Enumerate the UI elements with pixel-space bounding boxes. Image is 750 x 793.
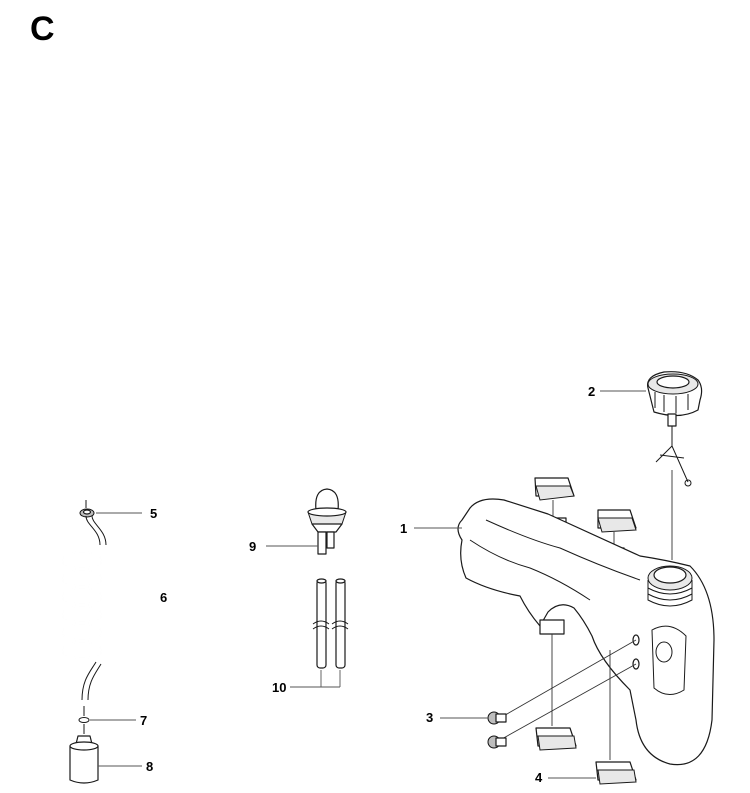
callout-3: 3 (426, 710, 433, 725)
callout-9: 9 (249, 539, 256, 554)
fuel-cap (646, 371, 703, 560)
callout-6: 6 (160, 590, 167, 605)
callout-5: 5 (150, 506, 157, 521)
tank-plugs (487, 639, 637, 749)
callout-2: 2 (588, 384, 595, 399)
callout-4: 4 (535, 770, 543, 785)
callout-1: 1 (400, 521, 407, 536)
lower-mounts (535, 634, 637, 785)
callout-8: 8 (146, 759, 153, 774)
fuel-filter (69, 735, 99, 784)
clip (78, 706, 90, 734)
fuel-hose-assembly (61, 500, 107, 784)
section-letter: C (30, 10, 55, 48)
fuel-hose-coil (61, 551, 103, 659)
callout-10: 10 (272, 680, 286, 695)
callout-7: 7 (140, 713, 147, 728)
upper-mounts (534, 477, 637, 561)
fuel-lines (312, 578, 349, 687)
grommet (79, 500, 95, 518)
fuel-tank (457, 498, 715, 766)
primer-bulb (307, 488, 347, 555)
